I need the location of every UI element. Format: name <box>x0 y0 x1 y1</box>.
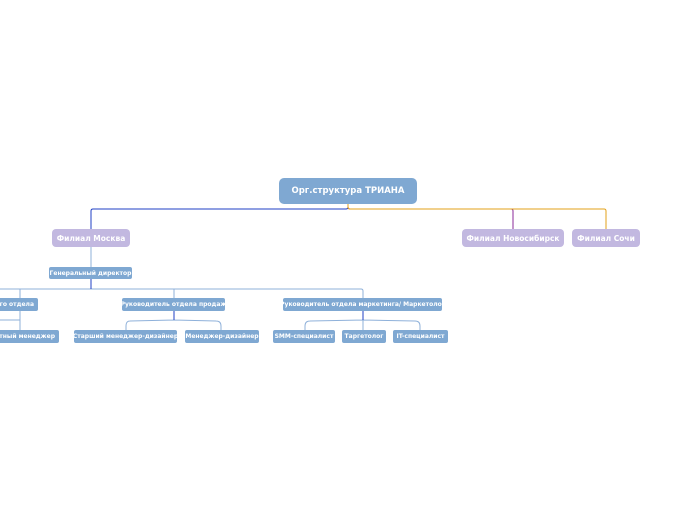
node-staff-smm[interactable]: SMM-специалист <box>273 330 335 343</box>
branch-moscow[interactable]: Филиал Москва <box>52 229 130 247</box>
branch-sochi[interactable]: Филиал Сочи <box>572 229 640 247</box>
node-head-left-department[interactable]: ого отдела <box>0 298 38 311</box>
node-head-marketing[interactable]: Руководитель отдела маркетинга/ Маркетол… <box>283 298 442 311</box>
connector-root-novosibirsk <box>347 204 514 229</box>
node-staff-left-manager[interactable]: ктный менеджер <box>0 330 59 343</box>
node-general-director[interactable]: Генеральный директор <box>49 267 132 279</box>
node-staff-designer[interactable]: Менеджер-дизайнер <box>185 330 259 343</box>
connector-root-moscow <box>90 204 349 229</box>
connector-director-heads <box>0 279 364 298</box>
root-node[interactable]: Орг.структура ТРИАНА <box>279 178 417 204</box>
branch-novosibirsk[interactable]: Филиал Новосибирск <box>462 229 564 247</box>
node-staff-targetologist[interactable]: Таргетолог <box>342 330 386 343</box>
connector-root-sochi <box>347 204 607 229</box>
node-head-sales[interactable]: Руководитель отдела продаж <box>122 298 225 311</box>
connector-lefthead-staff <box>0 311 21 330</box>
node-staff-it[interactable]: IT-специалист <box>393 330 448 343</box>
node-staff-senior-designer[interactable]: Старший менеджер-дизайнер <box>74 330 177 343</box>
